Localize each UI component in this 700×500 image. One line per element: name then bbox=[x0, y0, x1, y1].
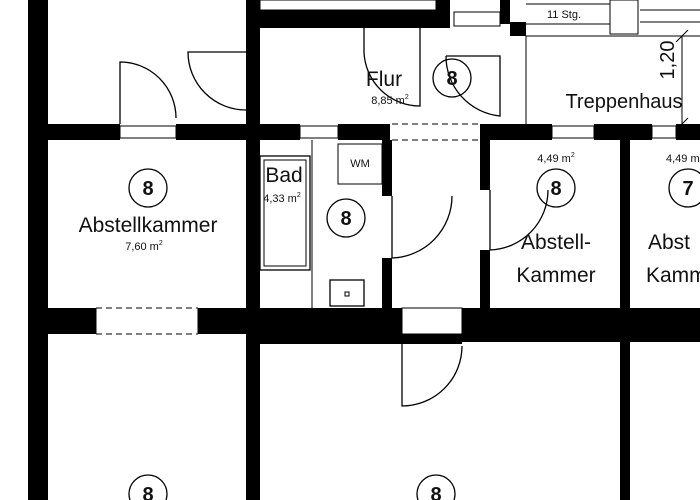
bad-area: 4,33 m2 bbox=[263, 192, 301, 205]
abstellkammer-left-name: Abstellkammer bbox=[79, 214, 218, 237]
room-badges bbox=[128, 58, 700, 500]
doors bbox=[119, 28, 549, 407]
abstell-mid-area: 4,49 m2 bbox=[537, 152, 575, 165]
abstell-right-area: 4,49 m bbox=[666, 153, 700, 165]
walls bbox=[28, 0, 700, 500]
windows bbox=[119, 0, 677, 335]
bad-name: Bad bbox=[265, 164, 302, 187]
washing-machine-box bbox=[337, 143, 383, 185]
abstell-right-line1: Abst bbox=[648, 231, 690, 254]
abstell-right-line2: Kamm bbox=[646, 264, 700, 287]
washing-machine-label: WM bbox=[350, 158, 370, 170]
dashed-openings bbox=[95, 123, 480, 335]
stairs-steps: 11 Stg. bbox=[547, 9, 581, 21]
abstell-right-badge: 7 bbox=[682, 178, 693, 200]
bathroom-fixtures bbox=[259, 140, 383, 308]
flur-area: 8,85 m2 bbox=[371, 94, 409, 107]
abstell-mid-badge: 8 bbox=[550, 178, 561, 200]
treppenhaus-name: Treppenhaus bbox=[565, 91, 682, 113]
stairs-dimension: 1,20 bbox=[657, 41, 679, 80]
bottom-left-badge: 8 bbox=[142, 484, 153, 500]
flur-name: Flur bbox=[366, 68, 402, 91]
abstellkammer-left-area: 7,60 m2 bbox=[125, 240, 163, 253]
abstellkammer-left-badge: 8 bbox=[142, 178, 153, 200]
flur-badge: 8 bbox=[446, 68, 457, 90]
abstell-mid-line1: Abstell- bbox=[521, 231, 591, 254]
bottom-mid-badge: 8 bbox=[430, 484, 441, 500]
bad-badge: 8 bbox=[340, 208, 351, 230]
abstell-mid-line2: Kammer bbox=[516, 264, 595, 287]
staircase bbox=[525, 0, 700, 131]
sink bbox=[329, 279, 365, 307]
